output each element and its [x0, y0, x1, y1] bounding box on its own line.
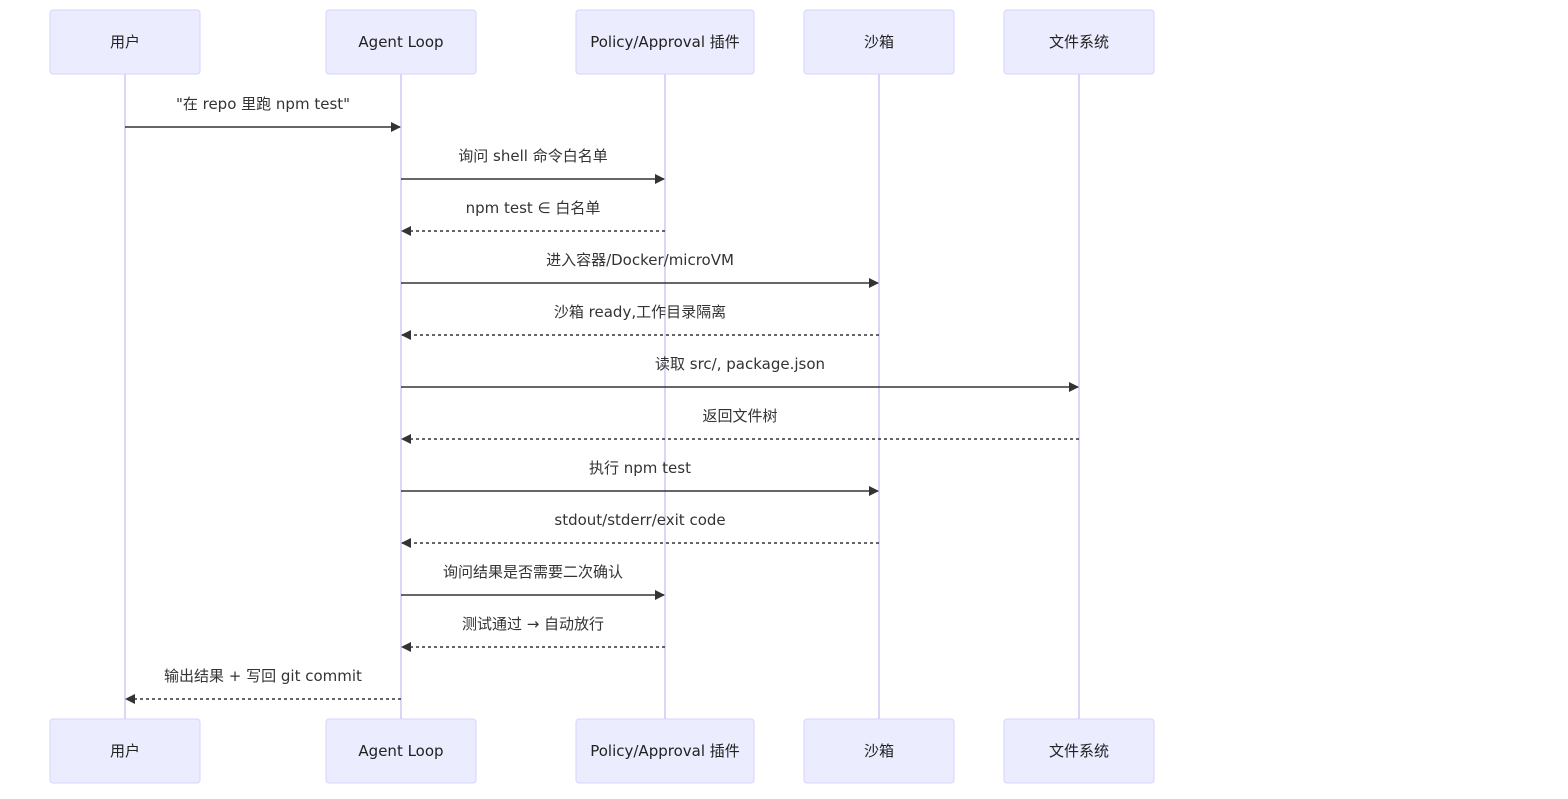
message-label: "在 repo 里跑 npm test" [176, 95, 350, 113]
participant-box [575, 9, 755, 75]
participant-box [803, 9, 955, 75]
message-9: stdout/stderr/exit code [401, 511, 879, 548]
message-4: 进入容器/Docker/microVM [401, 251, 879, 288]
participant-label: Agent Loop [358, 33, 443, 51]
participant-sandbox-top: 沙箱 [803, 9, 955, 75]
message-label: 输出结果 + 写回 git commit [164, 667, 362, 685]
participant-box [325, 9, 477, 75]
participant-box [1003, 718, 1155, 784]
participant-fs-bottom: 文件系统 [1003, 718, 1155, 784]
participant-user-top: 用户 [49, 9, 201, 75]
participant-box [325, 718, 477, 784]
message-label: 执行 npm test [589, 459, 691, 477]
participant-label: 文件系统 [1049, 33, 1109, 51]
message-label: 询问 shell 命令白名单 [458, 147, 607, 165]
message-10: 询问结果是否需要二次确认 [401, 563, 665, 600]
message-12: 输出结果 + 写回 git commit [125, 667, 401, 704]
message-label: 测试通过 → 自动放行 [462, 615, 604, 633]
lifelines [124, 74, 1080, 719]
message-7: 返回文件树 [401, 407, 1079, 444]
participant-sandbox-bottom: 沙箱 [803, 718, 955, 784]
message-label: 读取 src/, package.json [655, 355, 825, 373]
participant-label: Policy/Approval 插件 [590, 33, 740, 51]
participant-agent-bottom: Agent Loop [325, 718, 477, 784]
participant-policy-top: Policy/Approval 插件 [575, 9, 755, 75]
participant-box [49, 718, 201, 784]
message-8: 执行 npm test [401, 459, 879, 496]
participant-box [575, 718, 755, 784]
participant-box [803, 718, 955, 784]
participant-label: 沙箱 [864, 33, 894, 51]
message-label: 进入容器/Docker/microVM [546, 251, 734, 269]
message-2: 询问 shell 命令白名单 [401, 147, 665, 184]
participant-label: Policy/Approval 插件 [590, 742, 740, 760]
message-11: 测试通过 → 自动放行 [401, 615, 665, 652]
participant-label: 沙箱 [864, 742, 894, 760]
participant-label: 用户 [110, 33, 140, 51]
participant-box [1003, 9, 1155, 75]
participant-label: 文件系统 [1049, 742, 1109, 760]
participant-user-bottom: 用户 [49, 718, 201, 784]
message-5: 沙箱 ready,工作目录隔离 [401, 303, 879, 340]
participant-fs-top: 文件系统 [1003, 9, 1155, 75]
participant-label: Agent Loop [358, 742, 443, 760]
message-label: 沙箱 ready,工作目录隔离 [554, 303, 726, 321]
participant-policy-bottom: Policy/Approval 插件 [575, 718, 755, 784]
participant-box [49, 9, 201, 75]
message-label: npm test ∈ 白名单 [466, 199, 601, 217]
message-label: 询问结果是否需要二次确认 [443, 563, 623, 581]
messages: "在 repo 里跑 npm test" 询问 shell 命令白名单 npm te… [125, 95, 1079, 704]
message-3: npm test ∈ 白名单 [401, 199, 665, 236]
message-label: 返回文件树 [702, 407, 777, 425]
participant-agent-top: Agent Loop [325, 9, 477, 75]
message-6: 读取 src/, package.json [401, 355, 1079, 392]
participant-label: 用户 [110, 742, 140, 760]
message-1: "在 repo 里跑 npm test" [125, 95, 401, 132]
message-label: stdout/stderr/exit code [554, 511, 725, 529]
